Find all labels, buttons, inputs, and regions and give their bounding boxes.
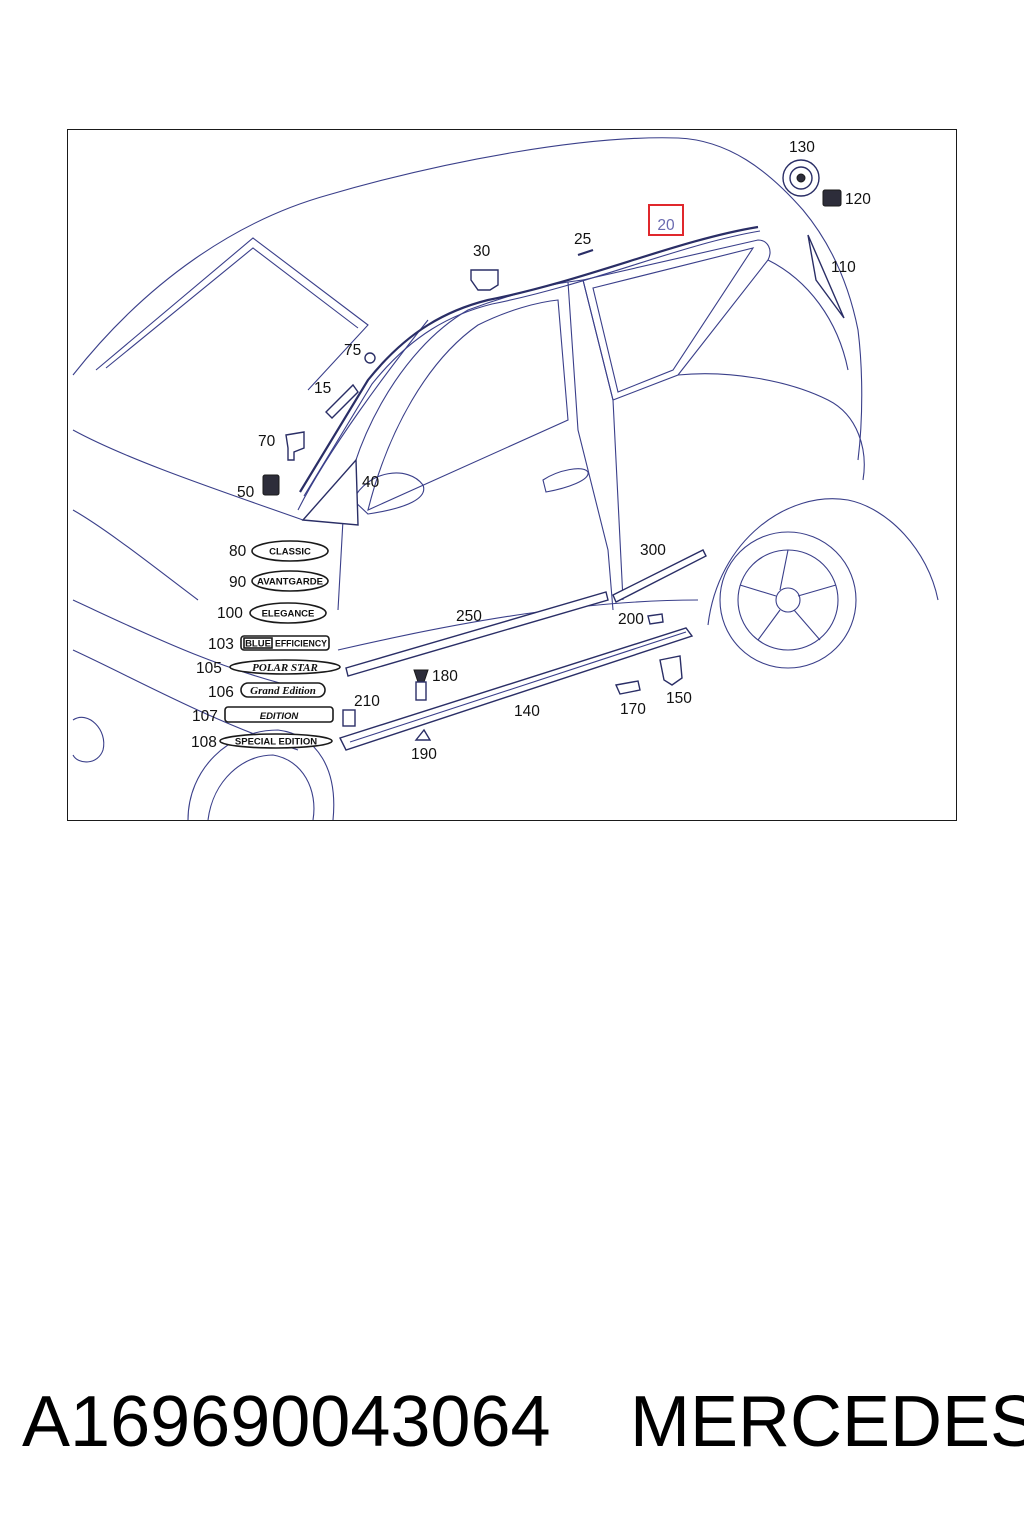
part-70-clip <box>285 431 305 461</box>
part-170-clip <box>614 680 641 695</box>
badge-90-text: AVANTGARDE <box>257 577 323 588</box>
callout-105: 105 <box>196 660 222 677</box>
badge-80: CLASSIC <box>251 540 329 562</box>
callout-25: 25 <box>574 231 591 248</box>
part-130-grommet <box>782 159 820 197</box>
part-50-clip <box>262 474 280 496</box>
callout-70: 70 <box>258 433 276 450</box>
badge-107: EDITION <box>224 706 334 723</box>
badge-106: Grand Edition <box>240 682 326 698</box>
part-75-screw <box>364 352 376 364</box>
callout-80: 80 <box>229 543 247 560</box>
badge-103-text-a: BLUE <box>245 639 271 650</box>
callout-50: 50 <box>237 484 255 501</box>
part-180-bolt <box>413 669 429 701</box>
badge-103-text-b: EFFICIENCY <box>275 639 328 650</box>
callout-103: 103 <box>208 636 234 653</box>
callout-100: 100 <box>217 605 243 622</box>
part-30-bracket <box>470 269 499 291</box>
callout-106: 106 <box>208 684 234 701</box>
badge-108: SPECIAL EDITION <box>219 733 333 749</box>
callout-75: 75 <box>344 342 361 359</box>
callout-15: 15 <box>314 380 331 397</box>
callout-107: 107 <box>192 708 218 725</box>
callout-140: 140 <box>514 703 540 720</box>
part-15-clip <box>325 383 359 419</box>
callout-120: 120 <box>845 191 871 208</box>
part-250-moulding <box>345 591 609 677</box>
part-150-cap <box>659 655 683 686</box>
callout-40: 40 <box>362 474 380 491</box>
callout-150: 150 <box>666 690 692 707</box>
part-210-clip <box>342 709 356 727</box>
callout-300: 300 <box>640 542 666 559</box>
callout-110: 110 <box>831 259 856 276</box>
highlight-box-20 <box>648 204 684 236</box>
callout-200: 200 <box>618 611 644 628</box>
callout-90: 90 <box>229 574 247 591</box>
roof-trim-strip <box>299 225 761 497</box>
part-300-moulding <box>612 549 707 603</box>
badge-90: AVANTGARDE <box>251 570 329 592</box>
badge-108-text: SPECIAL EDITION <box>235 737 317 748</box>
badge-107-text: EDITION <box>260 711 300 722</box>
part-190-clip <box>414 728 432 741</box>
callout-20: 20 <box>657 217 675 234</box>
part-25-clip <box>577 248 594 257</box>
parts-diagram-frame: CLASSIC AVANTGARDE ELEGANCE BLUE EFFICIE… <box>67 129 957 821</box>
badge-100-text: ELEGANCE <box>262 609 315 620</box>
part-120-clip <box>822 189 842 207</box>
badge-105-text: POLAR STAR <box>252 662 318 674</box>
badge-105: POLAR STAR <box>229 659 341 675</box>
badge-80-text: CLASSIC <box>269 547 311 558</box>
part-number-caption: A169690043064 <box>22 1382 551 1462</box>
callout-210: 210 <box>354 693 380 710</box>
part-200-clip <box>647 613 664 625</box>
part-40-cover <box>301 458 359 526</box>
callout-250: 250 <box>456 608 482 625</box>
callout-108: 108 <box>191 734 217 751</box>
callout-130: 130 <box>789 139 815 156</box>
part-110-trim <box>807 234 845 319</box>
badge-100: ELEGANCE <box>249 602 327 624</box>
parts-diagram: CLASSIC AVANTGARDE ELEGANCE BLUE EFFICIE… <box>72 137 939 820</box>
brand-caption: MERCEDES <box>630 1382 1024 1462</box>
callout-180: 180 <box>432 668 458 685</box>
callout-190: 190 <box>411 746 437 763</box>
car-body-outline <box>72 137 939 820</box>
callout-30: 30 <box>473 243 491 260</box>
callout-170: 170 <box>620 701 646 718</box>
badge-106-text: Grand Edition <box>250 685 316 697</box>
badge-103: BLUE EFFICIENCY <box>240 635 330 651</box>
